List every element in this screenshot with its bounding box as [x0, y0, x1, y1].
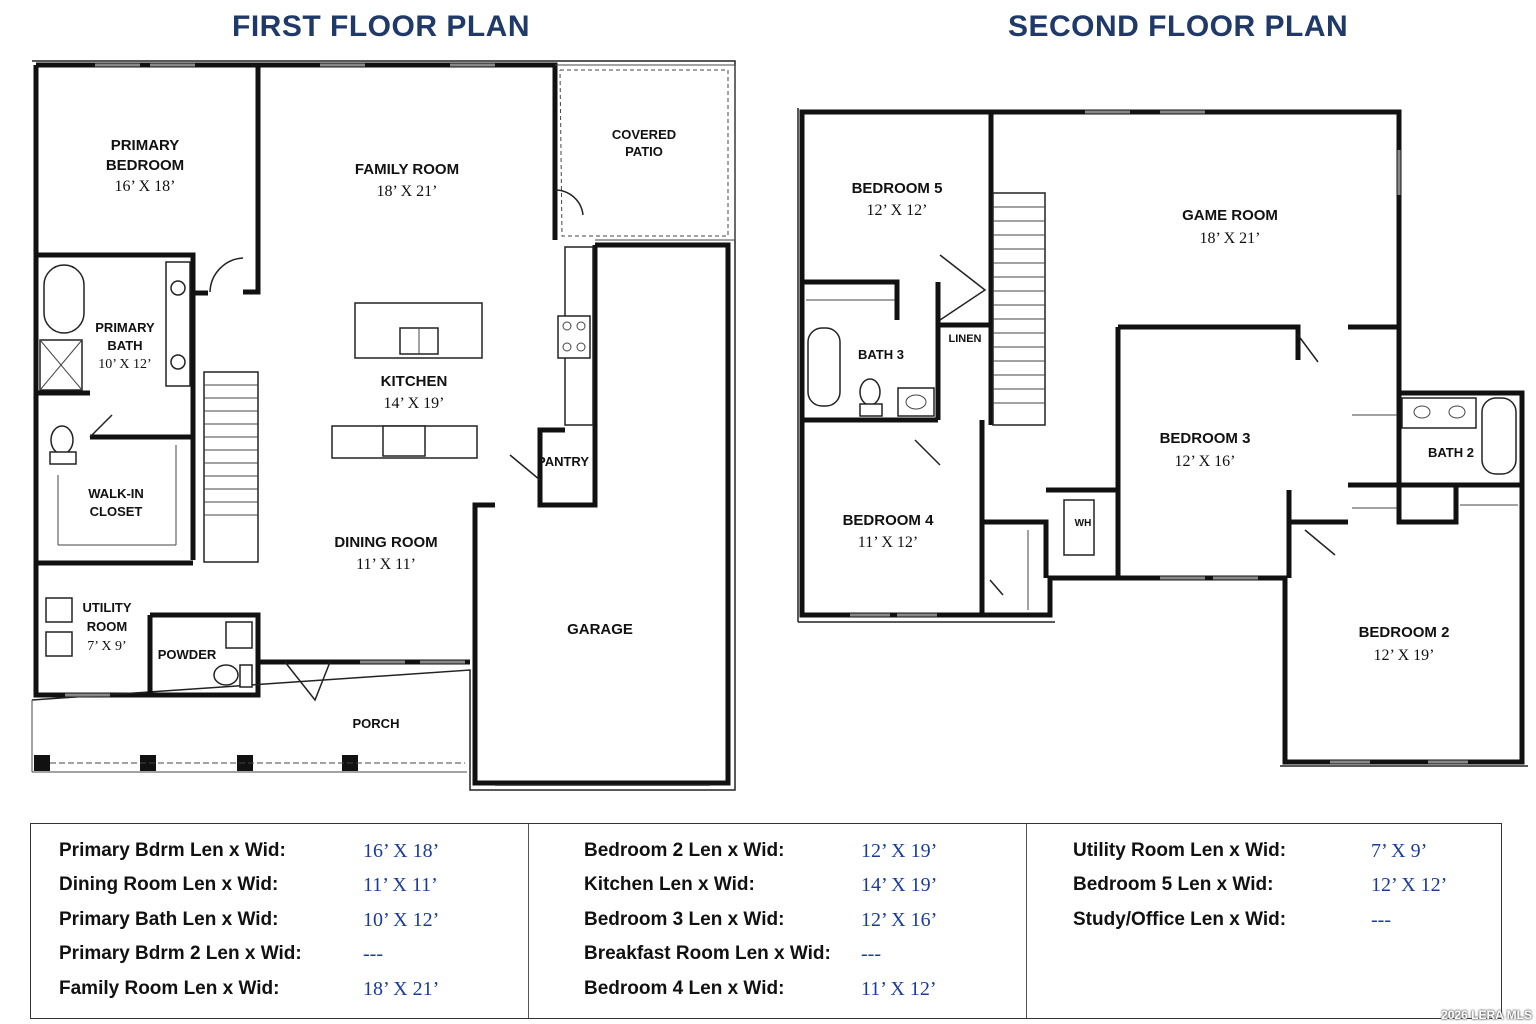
linen-label: LINEN [949, 333, 982, 345]
dimension-label: Bedroom 2 Len x Wid: [584, 840, 785, 861]
dimension-row: Breakfast Room Len x Wid: --- [529, 943, 1027, 973]
water-heater-label: WH [1075, 518, 1092, 529]
primary-bath-label-2: BATH [107, 338, 142, 353]
dimension-value: 12’ X 16’ [861, 909, 938, 931]
dimension-row: Bedroom 4 Len x Wid: 11’ X 12’ [529, 978, 1027, 1008]
dining-room-dims: 11’ X 11’ [356, 556, 416, 573]
primary-bedroom-dims: 16’ X 18’ [114, 178, 175, 195]
bedroom-2-dims: 12’ X 19’ [1373, 647, 1434, 664]
dimension-row: Study/Office Len x Wid: --- [1027, 909, 1501, 939]
primary-bath-label-1: PRIMARY [95, 320, 155, 335]
dimension-row: Primary Bdrm 2 Len x Wid: --- [31, 943, 529, 973]
dimension-label: Study/Office Len x Wid: [1073, 909, 1287, 930]
dimension-row: Utility Room Len x Wid: 7’ X 9’ [1027, 840, 1501, 870]
bedroom-4-dims: 11’ X 12’ [858, 534, 918, 551]
covered-patio-label-2: PATIO [625, 144, 663, 159]
dimension-row: Bedroom 5 Len x Wid: 12’ X 12’ [1027, 874, 1501, 904]
kitchen-dims: 14’ X 19’ [383, 395, 444, 412]
dimension-row: Primary Bath Len x Wid: 10’ X 12’ [31, 909, 529, 939]
dimension-row: Bedroom 2 Len x Wid: 12’ X 19’ [529, 840, 1027, 870]
primary-bedroom-label-1: PRIMARY [111, 137, 180, 154]
dimension-value: --- [1371, 909, 1391, 931]
dimension-column-1: Primary Bdrm Len x Wid: 16’ X 18’ Dining… [31, 824, 529, 1018]
bedroom-3-dims: 12’ X 16’ [1174, 453, 1235, 470]
kitchen-label: KITCHEN [381, 373, 448, 390]
dimension-row: Primary Bdrm Len x Wid: 16’ X 18’ [31, 840, 529, 870]
dimension-label: Primary Bath Len x Wid: [59, 909, 279, 930]
bath-3-label: BATH 3 [858, 347, 904, 362]
second-floor-title: SECOND FLOOR PLAN [1008, 10, 1349, 43]
second-floor-plan: BEDROOM 5 12’ X 12’ GAME ROOM 18’ X 21’ … [797, 108, 1528, 767]
dimension-label: Primary Bdrm Len x Wid: [59, 840, 286, 861]
dimension-value: --- [363, 943, 383, 965]
bedroom-2-label: BEDROOM 2 [1359, 624, 1450, 641]
dimension-row: Family Room Len x Wid: 18’ X 21’ [31, 978, 529, 1008]
utility-room-label-1: UTILITY [82, 600, 131, 615]
dimension-label: Bedroom 5 Len x Wid: [1073, 874, 1274, 895]
dining-room-label: DINING ROOM [334, 534, 437, 551]
game-room-label: GAME ROOM [1182, 207, 1278, 224]
utility-room-label-2: ROOM [87, 619, 127, 634]
dimension-column-2: Bedroom 2 Len x Wid: 12’ X 19’ Kitchen L… [528, 824, 1027, 1018]
bedroom-5-dims: 12’ X 12’ [866, 202, 927, 219]
primary-bedroom-label-2: BEDROOM [106, 157, 184, 174]
dimension-label: Bedroom 4 Len x Wid: [584, 978, 785, 999]
room-dimension-table: Primary Bdrm Len x Wid: 16’ X 18’ Dining… [30, 823, 1502, 1019]
dimension-value: 10’ X 12’ [363, 909, 440, 931]
floor-plans: PRIMARY BEDROOM 16’ X 18’ FAMILY ROOM 18… [31, 60, 1528, 791]
dimension-label: Primary Bdrm 2 Len x Wid: [59, 943, 302, 964]
walk-in-closet-label-1: WALK-IN [88, 486, 144, 501]
first-floor-title: FIRST FLOOR PLAN [232, 10, 530, 43]
dimension-value: 12’ X 19’ [861, 840, 938, 862]
family-room-label: FAMILY ROOM [355, 161, 459, 178]
dimension-label: Dining Room Len x Wid: [59, 874, 279, 895]
dimension-value: 11’ X 12’ [861, 978, 937, 1000]
powder-label: POWDER [158, 647, 217, 662]
dimension-label: Bedroom 3 Len x Wid: [584, 909, 785, 930]
dimension-label: Breakfast Room Len x Wid: [584, 943, 831, 964]
first-floor-stairs [203, 371, 259, 563]
second-floor-stairs [992, 192, 1046, 426]
bedroom-3-label: BEDROOM 3 [1160, 430, 1251, 447]
dimension-value: 16’ X 18’ [363, 840, 440, 862]
utility-room-dims: 7’ X 9’ [87, 639, 126, 654]
dimension-row: Dining Room Len x Wid: 11’ X 11’ [31, 874, 529, 904]
bedroom-4-label: BEDROOM 4 [843, 512, 935, 529]
dimension-value: 12’ X 12’ [1371, 874, 1448, 896]
game-room-dims: 18’ X 21’ [1199, 230, 1260, 247]
family-room-dims: 18’ X 21’ [376, 183, 437, 200]
dimension-row: Kitchen Len x Wid: 14’ X 19’ [529, 874, 1027, 904]
primary-bath-dims: 10’ X 12’ [98, 357, 151, 372]
dimension-label: Family Room Len x Wid: [59, 978, 280, 999]
bedroom-5-label: BEDROOM 5 [852, 180, 943, 197]
dimension-label: Utility Room Len x Wid: [1073, 840, 1287, 861]
dimension-value: --- [861, 943, 881, 965]
dimension-row: Bedroom 3 Len x Wid: 12’ X 16’ [529, 909, 1027, 939]
garage-label: GARAGE [567, 621, 633, 638]
mls-watermark: 2026 LERA MLS [1441, 1008, 1532, 1022]
dimension-value: 11’ X 11’ [363, 874, 438, 896]
bath-2-label: BATH 2 [1428, 445, 1474, 460]
dimension-value: 14’ X 19’ [861, 874, 938, 896]
covered-patio-label-1: COVERED [612, 127, 676, 142]
pantry-label: PANTRY [537, 454, 589, 469]
first-floor-plan: PRIMARY BEDROOM 16’ X 18’ FAMILY ROOM 18… [31, 60, 736, 791]
walk-in-closet-label-2: CLOSET [90, 504, 143, 519]
dimension-value: 18’ X 21’ [363, 978, 440, 1000]
dimension-label: Kitchen Len x Wid: [584, 874, 755, 895]
dimension-column-3: Utility Room Len x Wid: 7’ X 9’ Bedroom … [1026, 824, 1501, 1018]
porch-label: PORCH [353, 716, 400, 731]
dimension-value: 7’ X 9’ [1371, 840, 1428, 862]
